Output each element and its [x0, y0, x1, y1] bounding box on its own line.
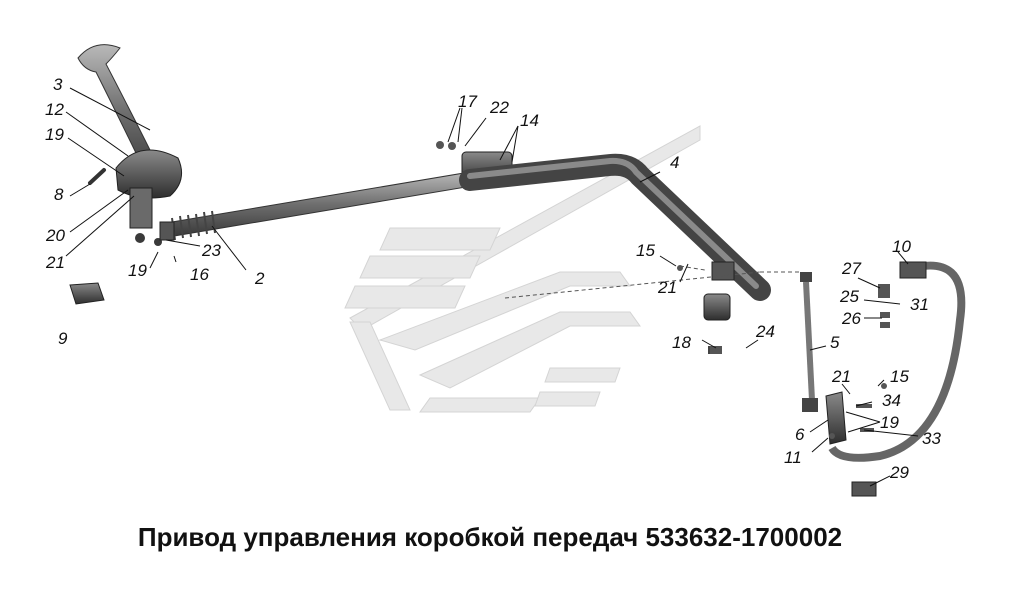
callout-33: 33	[922, 429, 941, 448]
callout-labels: 3 12 19 8 20 21 19 16 23 2 9 17 22 14 4 …	[45, 75, 941, 482]
callout-34: 34	[882, 391, 901, 410]
leader-lines	[65, 87, 919, 487]
watermark-logo	[344, 125, 701, 413]
link-rod	[800, 272, 818, 412]
callout-19: 19	[128, 261, 147, 280]
callout-12: 12	[45, 100, 64, 119]
callout-20: 20	[45, 226, 65, 245]
callout-26: 26	[841, 309, 861, 328]
callout-5: 5	[830, 333, 840, 352]
gear-lever	[77, 44, 183, 246]
callout-21: 21	[657, 278, 677, 297]
callout-24: 24	[755, 322, 775, 341]
pad-part	[69, 282, 105, 305]
pin-part	[88, 168, 106, 185]
callout-23: 23	[201, 241, 221, 260]
callout-21: 21	[831, 367, 851, 386]
callout-14: 14	[520, 111, 539, 130]
bushing-part	[703, 261, 735, 354]
callout-17: 17	[458, 92, 477, 111]
callout-8: 8	[54, 185, 64, 204]
callout-11: 11	[784, 448, 802, 467]
diagram-title: Привод управления коробкой передач 53363…	[137, 522, 843, 552]
callout-15: 15	[636, 241, 655, 260]
callout-9: 9	[58, 329, 68, 348]
callout-21: 21	[45, 253, 65, 272]
cable-part	[828, 261, 966, 462]
callout-10: 10	[892, 237, 911, 256]
callout-3: 3	[53, 75, 63, 94]
callout-2: 2	[254, 269, 265, 288]
callout-18: 18	[672, 333, 691, 352]
callout-19: 19	[45, 125, 64, 144]
callout-29: 29	[889, 463, 909, 482]
callout-25: 25	[839, 287, 859, 306]
callout-6: 6	[795, 425, 805, 444]
callout-31: 31	[910, 295, 929, 314]
callout-27: 27	[841, 259, 861, 278]
callout-15: 15	[890, 367, 909, 386]
callout-19: 19	[880, 413, 899, 432]
callout-22: 22	[489, 98, 509, 117]
callout-4: 4	[670, 153, 679, 172]
callout-16: 16	[190, 265, 209, 284]
lever-part	[825, 391, 847, 445]
